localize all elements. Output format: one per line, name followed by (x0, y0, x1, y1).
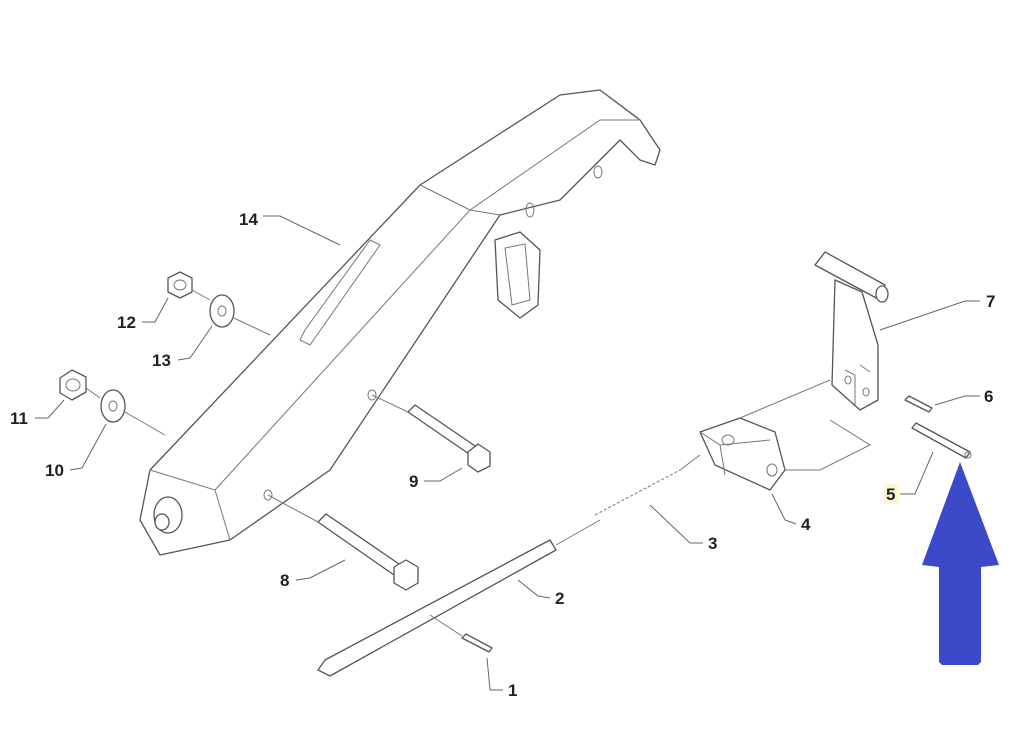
leader-13 (177, 325, 213, 361)
callout-4[interactable]: 4 (801, 515, 811, 534)
part-5-pin (911, 422, 972, 459)
leader-12 (142, 297, 169, 323)
callout-2[interactable]: 2 (555, 589, 564, 608)
leader-14 (263, 215, 341, 246)
highlight-arrow-icon (922, 462, 999, 665)
part-14-arm (139, 89, 661, 556)
leader-10 (69, 423, 107, 471)
leader-8 (295, 559, 346, 581)
part-7-handle (814, 251, 889, 411)
part-13-washer (209, 294, 235, 328)
part-11-nut (59, 369, 87, 401)
leader-2 (517, 579, 551, 599)
callout-6[interactable]: 6 (984, 387, 993, 406)
leader-3 (649, 504, 703, 544)
leader-1 (486, 657, 503, 691)
part-6-pin (904, 395, 933, 413)
callout-12[interactable]: 12 (117, 313, 136, 332)
callout-3[interactable]: 3 (708, 534, 717, 553)
leader-6 (934, 395, 980, 406)
callout-11[interactable]: 11 (10, 409, 28, 428)
part-9-bolt (371, 394, 491, 473)
part-3-spring (594, 454, 701, 516)
part-12-nut (167, 271, 193, 299)
callout-10[interactable]: 10 (45, 461, 64, 480)
part-2-rod (317, 519, 601, 677)
part-10-washer (100, 389, 126, 423)
part-1-pin (429, 614, 493, 653)
part-8-bolt (267, 494, 419, 591)
callout-13[interactable]: 13 (152, 351, 171, 370)
leader-9 (424, 467, 463, 482)
leader-11 (35, 399, 65, 419)
leader-5 (900, 451, 934, 495)
leader-7 (879, 300, 980, 331)
part-4-block (699, 379, 872, 491)
label-5-highlight (884, 484, 899, 504)
callout-14[interactable]: 14 (239, 210, 258, 229)
callout-5[interactable]: 5 (886, 485, 895, 504)
callout-1[interactable]: 1 (508, 681, 517, 700)
callout-7[interactable]: 7 (986, 292, 995, 311)
callout-9[interactable]: 9 (409, 472, 418, 491)
callout-8[interactable]: 8 (280, 571, 289, 590)
leader-4 (771, 493, 797, 525)
